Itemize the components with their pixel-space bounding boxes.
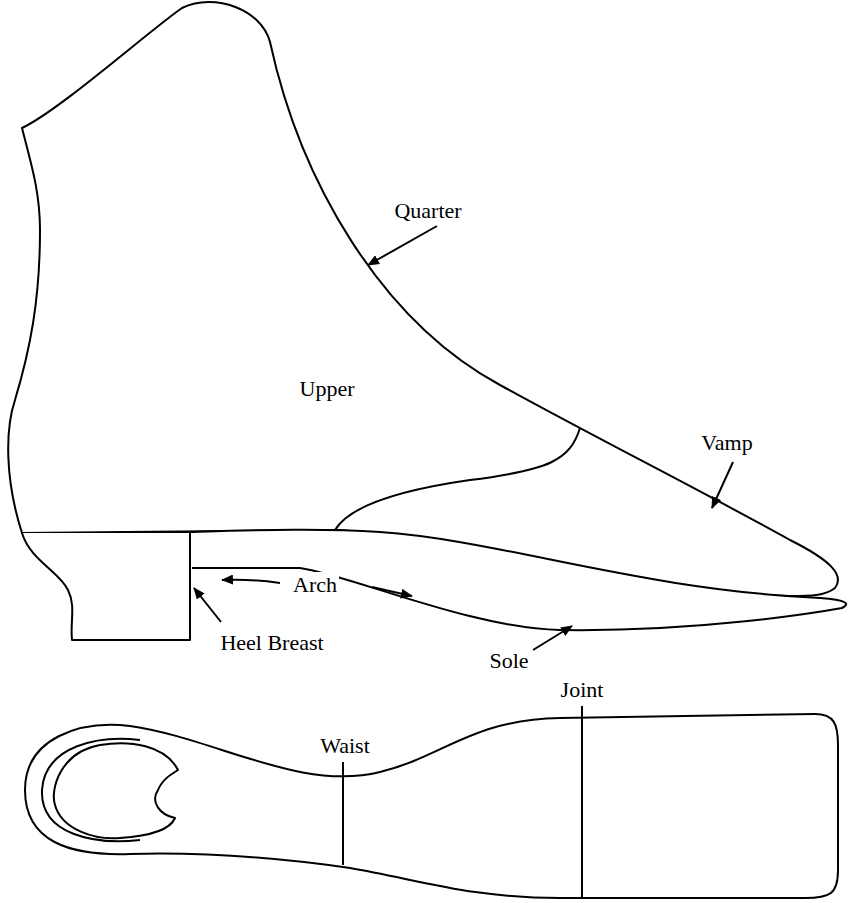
vamp-seam	[335, 428, 580, 530]
heel-seat-mark	[54, 743, 178, 838]
upper-outline	[8, 2, 838, 596]
heel-seat-outline	[42, 739, 140, 841]
part-label: Arch	[291, 572, 339, 597]
part-label: Heel Breast	[218, 630, 325, 655]
part-label: Vamp	[699, 430, 754, 455]
leader-arrow	[368, 226, 437, 265]
leader-arrow	[194, 588, 221, 622]
leader-arrow	[712, 462, 733, 508]
leader-arrow	[372, 587, 412, 596]
leader-arrow	[533, 626, 572, 650]
part-label: Upper	[298, 376, 357, 401]
heel-outline	[22, 533, 190, 640]
sole-plan-outline	[25, 714, 838, 898]
waist-line	[342, 762, 344, 865]
part-label: Sole	[487, 648, 530, 673]
leader-arrow	[222, 580, 280, 583]
part-label: Joint	[559, 677, 606, 702]
joint-line	[581, 706, 583, 897]
part-label: Waist	[318, 733, 372, 758]
part-label: Quarter	[392, 198, 463, 223]
